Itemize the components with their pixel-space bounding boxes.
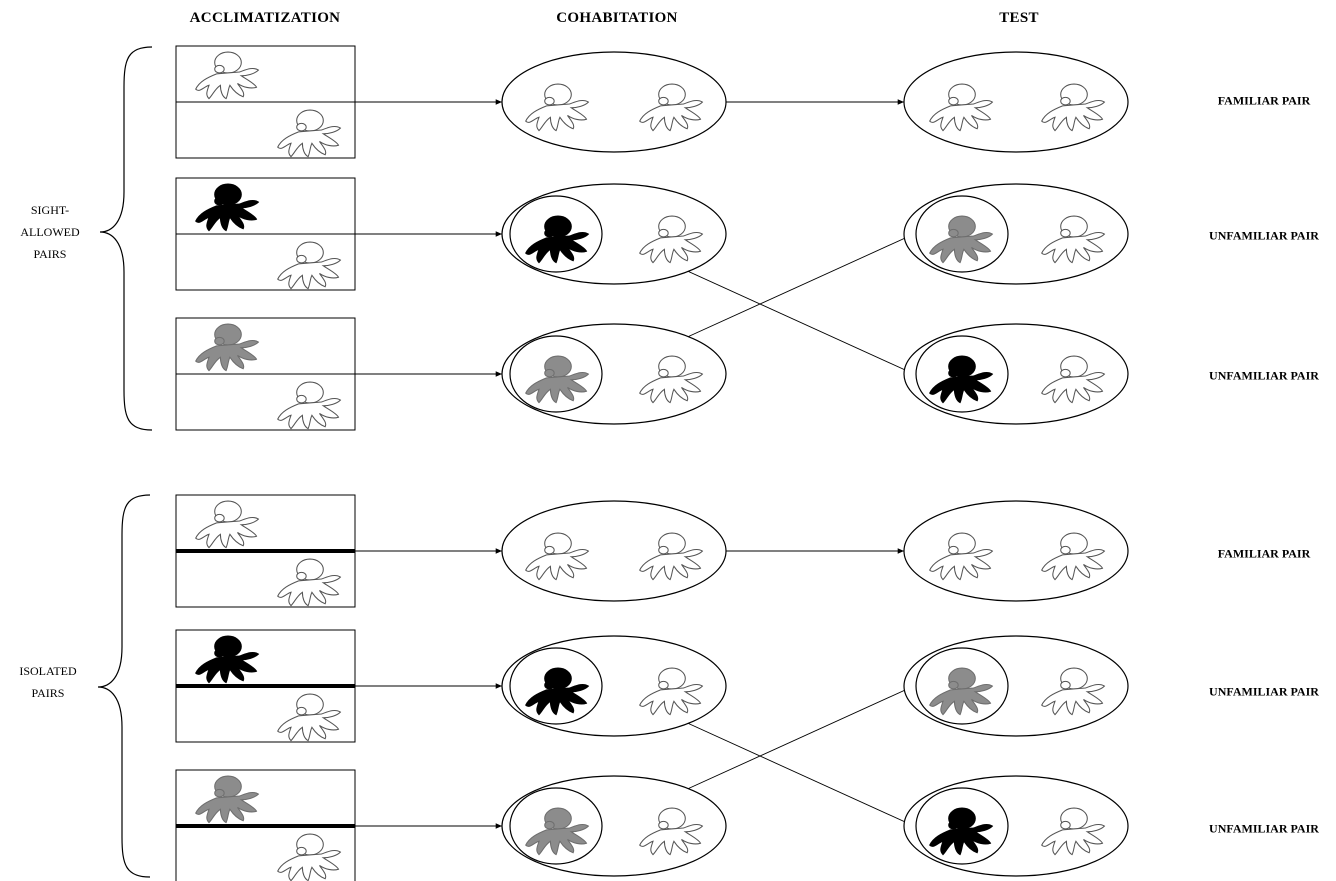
group-label-line: SIGHT- [30,203,70,217]
group-brace-isolated [97,494,151,878]
outcome-label-row-1: FAMILIAR PAIR [1217,93,1311,108]
cohabitation-marker-ring-row-6 [509,787,603,865]
test-marker-ring-row-6 [915,787,1009,865]
test-marker-ring-row-3 [915,335,1009,413]
outcome-label-row-5: UNFAMILIAR PAIR [1209,684,1319,699]
test-marker-ring-row-5 [915,647,1009,725]
group-label-line: PAIRS [31,686,65,700]
column-title-test: TEST [999,10,1039,26]
cohabitation-marker-ring-row-5 [509,647,603,725]
cohabitation-marker-ring-row-3 [509,335,603,413]
outcome-label-row-3: UNFAMILIAR PAIR [1209,368,1319,383]
column-title-cohabitation: COHABITATION [556,10,678,26]
group-label-line: ALLOWED [20,225,80,239]
outcome-label-row-2: UNFAMILIAR PAIR [1209,228,1319,243]
outcome-label-row-6: UNFAMILIAR PAIR [1209,821,1319,836]
outcome-label-row-4: FAMILIAR PAIR [1217,546,1311,561]
group-brace-sight-allowed [99,46,153,431]
group-label-sight-allowed: SIGHT- ALLOWED PAIRS [20,199,79,265]
test-marker-ring-row-2 [915,195,1009,273]
group-label-line: PAIRS [33,247,67,261]
shapes-layer [97,45,1129,881]
column-title-acclimatization: ACCLIMATIZATION [189,10,341,26]
group-label-line: ISOLATED [19,664,77,678]
group-label-isolated: ISOLATED PAIRS [19,660,76,704]
cohabitation-marker-ring-row-2 [509,195,603,273]
